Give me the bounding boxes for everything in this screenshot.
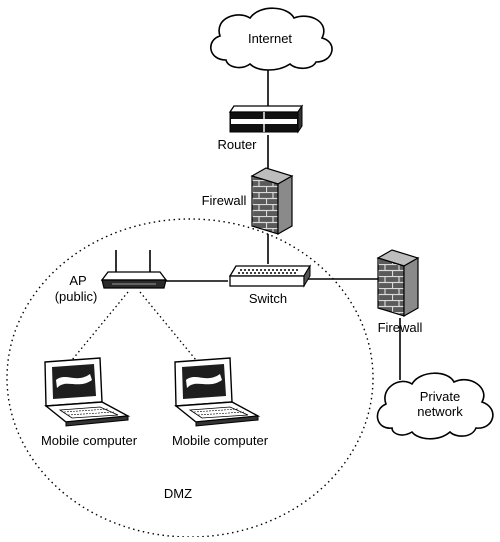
wireless-access-point-icon: [100, 250, 168, 289]
router-icon: [228, 104, 304, 134]
private-network-cloud: Private network: [376, 372, 494, 440]
cloud-icon: [376, 372, 494, 440]
cloud-icon: [210, 7, 333, 71]
firewall-right-node: Firewall: [376, 249, 423, 335]
private-network-label-line1: Private: [420, 389, 460, 404]
network-links: [160, 63, 401, 380]
wireless-link-right: [139, 291, 197, 361]
dmz-label: DMZ: [164, 486, 192, 501]
mobile-computer-left: Mobile computer: [41, 357, 138, 448]
private-network-label-line2: network: [417, 404, 463, 419]
mobile-computer-right-label: Mobile computer: [172, 433, 269, 448]
firewall-top-label: Firewall: [202, 193, 247, 208]
firewall-right-label: Firewall: [378, 320, 423, 335]
network-switch-icon: [228, 264, 312, 288]
laptop-icon: [44, 357, 131, 427]
internet-label: Internet: [248, 31, 292, 46]
switch-node: Switch: [228, 264, 312, 306]
firewall-top-node: Firewall: [202, 167, 294, 236]
router-label: Router: [217, 137, 257, 152]
brick-wall-icon: [250, 167, 294, 236]
ap-label-line2: (public): [55, 289, 98, 304]
internet-cloud: Internet: [210, 7, 333, 71]
switch-label: Switch: [249, 291, 287, 306]
brick-wall-icon: [376, 249, 420, 318]
access-point-node: AP (public): [55, 250, 168, 304]
laptop-icon: [174, 357, 261, 427]
wireless-links: [71, 291, 197, 361]
router-node: Router: [217, 104, 304, 152]
dmz-boundary: [6, 218, 374, 538]
mobile-computer-right: Mobile computer: [172, 357, 269, 448]
ap-label-line1: AP: [69, 273, 86, 288]
mobile-computer-left-label: Mobile computer: [41, 433, 138, 448]
wireless-link-left: [71, 291, 129, 361]
